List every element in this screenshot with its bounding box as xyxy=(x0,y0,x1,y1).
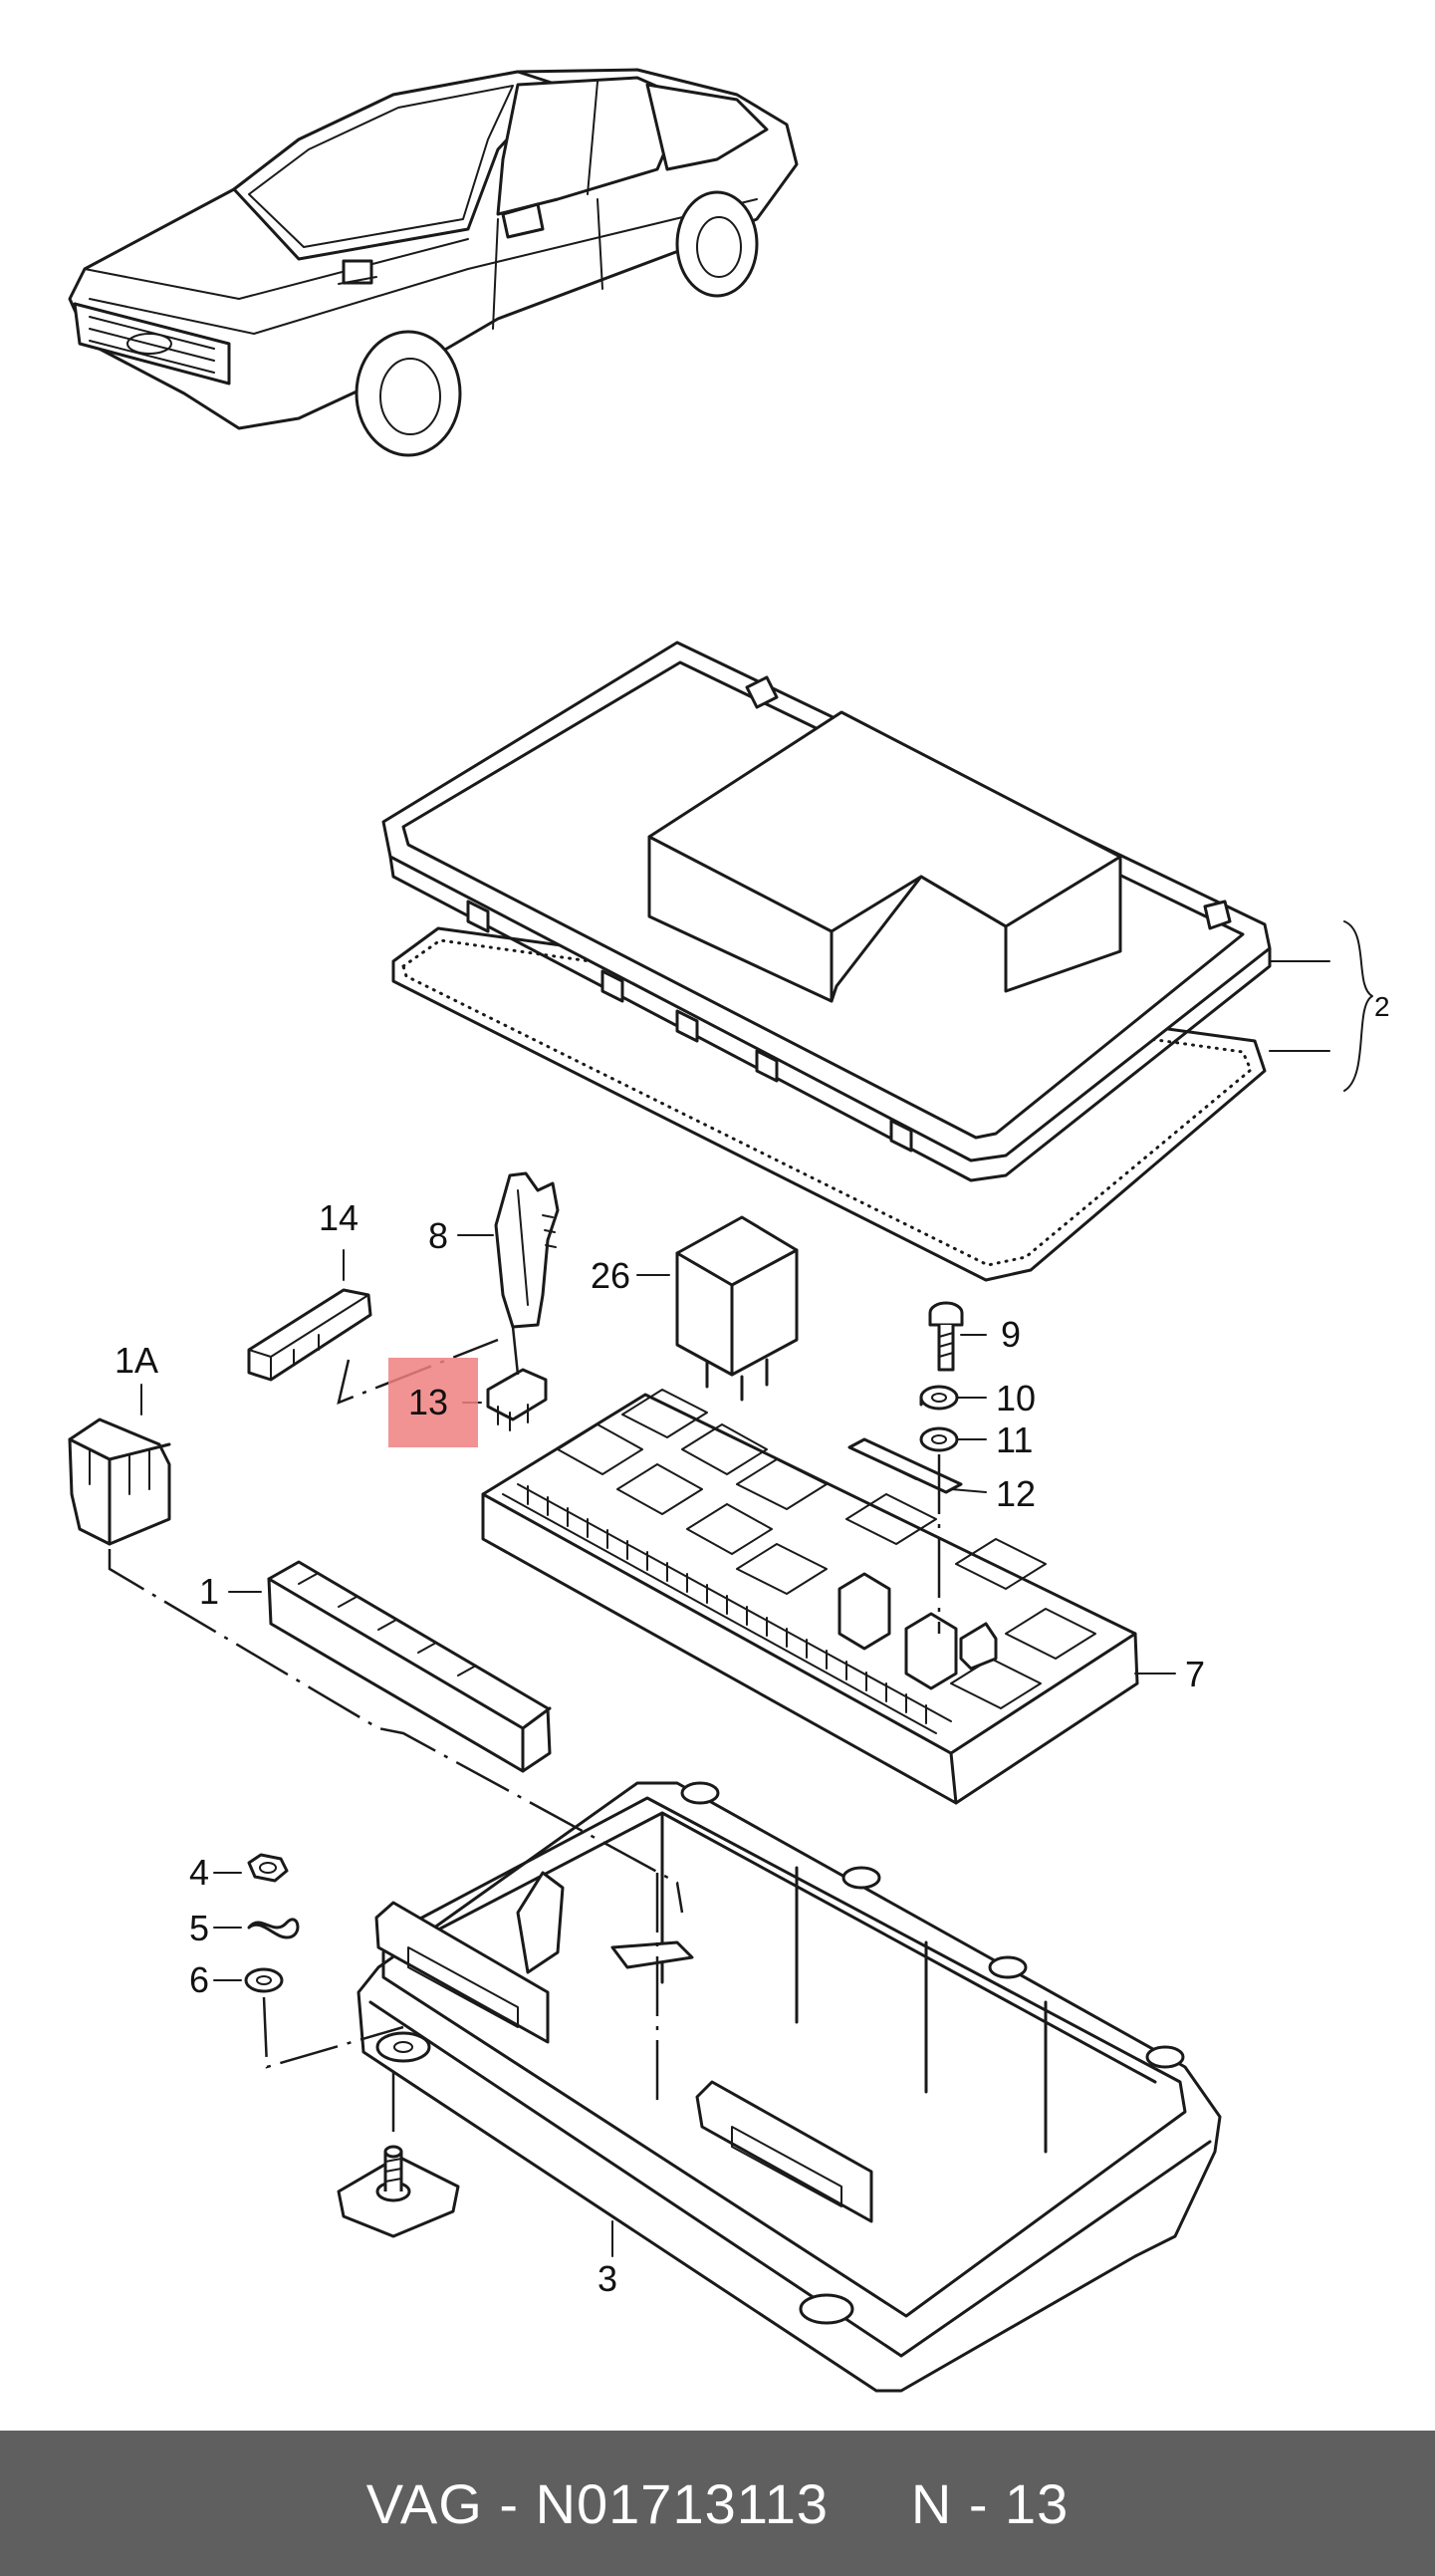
lock-washer xyxy=(919,1385,959,1411)
stud-bolt xyxy=(337,2145,460,2238)
callout-12: 12 xyxy=(996,1473,1036,1514)
bracket xyxy=(847,1437,963,1494)
callout-8: 8 xyxy=(428,1215,448,1256)
callout-1: 1 xyxy=(199,1571,219,1612)
callout-13: 13 xyxy=(408,1382,448,1422)
footer-brand: VAG xyxy=(365,2471,483,2535)
screw xyxy=(928,1301,964,1372)
callout-4: 4 xyxy=(189,1852,209,1893)
callout-1a: 1A xyxy=(115,1340,158,1381)
relay-plate xyxy=(481,1389,1139,1805)
callout-10: 10 xyxy=(996,1378,1036,1418)
callout-6: 6 xyxy=(189,1959,209,2000)
connector-housing xyxy=(68,1417,171,1546)
callout-14: 14 xyxy=(319,1197,359,1238)
flat-fuse xyxy=(486,1368,548,1431)
fuse-puller xyxy=(494,1171,560,1329)
fuse-box-cover xyxy=(381,641,1272,1282)
callout-3: 3 xyxy=(598,2258,617,2299)
footer-position: N - 13 xyxy=(910,2471,1070,2535)
connector-strip xyxy=(267,1560,552,1773)
exploded-parts-diagram: 1 1A 2 3 4 5 6 7 8 9 10 11 12 13 14 26 xyxy=(68,68,1390,2393)
washer xyxy=(919,1426,959,1452)
footer-gap xyxy=(829,2471,911,2536)
relay xyxy=(675,1215,799,1402)
callout-9: 9 xyxy=(1001,1314,1021,1355)
car-illustration xyxy=(68,68,799,457)
footer-separator: - xyxy=(482,2471,536,2535)
callout-11: 11 xyxy=(996,1419,1033,1460)
footer-bar: VAG - N01713113 N - 13 xyxy=(0,2431,1435,2576)
fuse-strip xyxy=(247,1288,372,1382)
clip-spring xyxy=(247,1918,300,1939)
footer-part-number: N01713113 xyxy=(535,2471,830,2535)
callout-26: 26 xyxy=(591,1255,630,1296)
callout-2: 2 xyxy=(1374,991,1390,1022)
fuse-box-housing xyxy=(357,1781,1222,2393)
highlight-box xyxy=(388,1358,478,1447)
callout-5: 5 xyxy=(189,1908,209,1948)
washer-small xyxy=(244,1967,284,1993)
hex-nut xyxy=(247,1853,289,1883)
callout-7: 7 xyxy=(1185,1654,1205,1694)
